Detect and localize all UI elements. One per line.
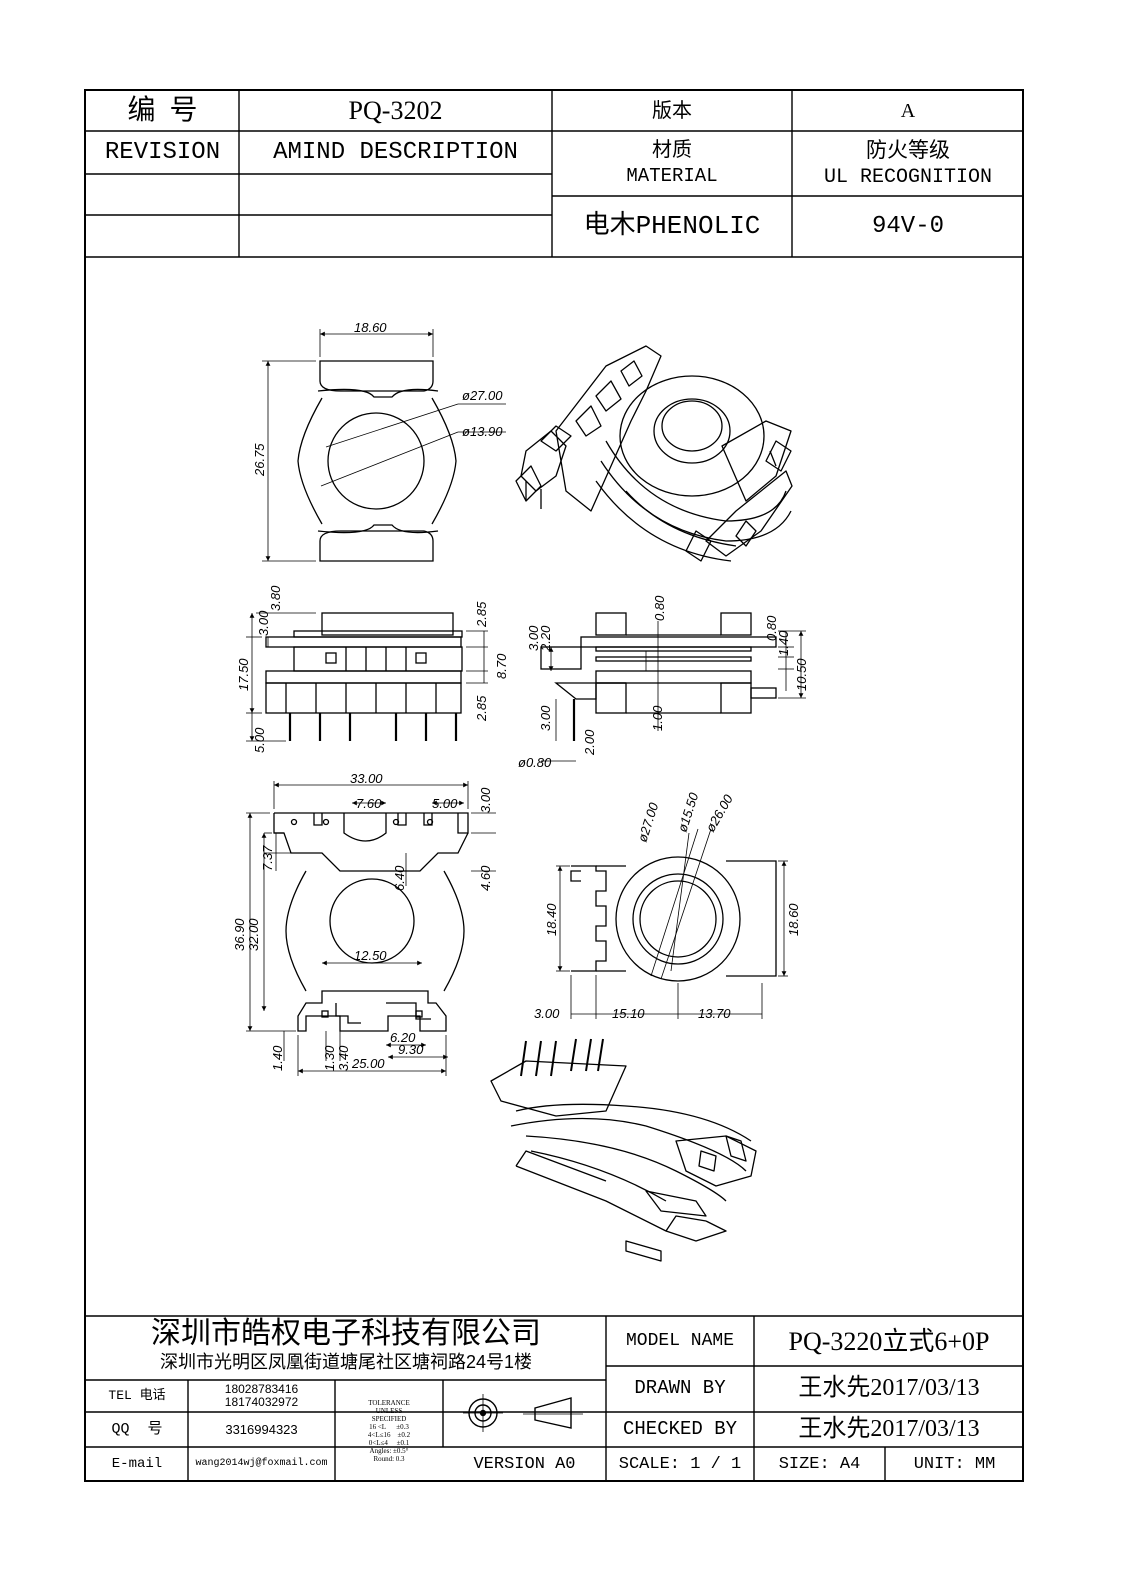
dim-bottom-32-00: 32.00 [246,918,261,951]
dim-bottom-36-90: 36.90 [232,918,247,951]
tolerance-line-4: 16 <L ±0.3 [369,1422,409,1431]
drawn-by-value: 王水先2017/03/13 [798,1375,980,1402]
dim-bottom-4-60: 4.60 [478,865,493,891]
isometric-view-top [515,345,793,562]
drawn-by-label: DRAWN BY [634,1377,726,1400]
dim-side-3-00-bottom: 3.00 [538,705,553,731]
checked-by-label: CHECKED BY [622,1417,738,1440]
dim-bottom-25-00: 25.00 [351,1056,385,1071]
material-value: 电木PHENOLIC [583,210,761,241]
dim-bottom-9-30: 9.30 [398,1042,424,1057]
dim-front-8-70: 8.70 [494,653,509,679]
dim-front-17-50: 17.50 [236,658,251,691]
dim-bottom-1-40: 1.40 [270,1045,285,1071]
dim-end-13-70: 13.70 [698,1006,731,1021]
dim-bottom-6-40: 6.40 [392,865,407,891]
qq-value: 3316994323 [225,1421,298,1437]
dim-end-18-40: 18.40 [544,903,559,936]
dim-top-height: 26.75 [252,443,267,477]
fire-rating-value: 94V-0 [871,212,944,240]
front-view [246,612,488,742]
material-label: 材质 MATERIAL [552,131,792,196]
projection-symbol-icon [463,1394,583,1432]
dim-top-d-inner: ø13.90 [462,424,503,439]
tel-value-2: 18174032972 [224,1395,299,1409]
fire-rating-label-cn: 防火等级 [866,137,950,162]
unit-info: UNIT: MM [913,1454,996,1474]
dim-end-d27: ø27.00 [635,800,662,844]
tolerance-line-1: TOLERANCE [368,1398,410,1407]
dim-bottom-12-50: 12.50 [354,948,387,963]
tolerance-line-8: Round: 0.3 [373,1455,405,1464]
tolerance-line-7: Angles: ±0.5° [369,1447,409,1456]
scale-info: SCALE: 1 / 1 [618,1454,742,1474]
tel-values: 18028783416 18174032972 [188,1380,335,1412]
material-label-en: MATERIAL [626,165,718,188]
dim-end-15-10: 15.10 [612,1006,645,1021]
qq-label: QQ 号 [111,1420,163,1438]
tolerance-line-2: UNLESS [375,1406,403,1415]
email-value: wang2014wj@foxmail.com [195,1458,328,1470]
dim-side-1-00: 1.00 [650,705,665,731]
version-label: 版本 [652,99,692,122]
dim-side-pin-diameter: ø0.80 [518,755,552,770]
dim-side-3-00-top: 3.00 [526,625,541,651]
fire-rating-label-en: UL RECOGNITION [823,166,993,190]
top-view [262,329,506,562]
material-label-cn: 材质 [652,139,692,162]
checked-by-value: 王水先2017/03/13 [798,1415,980,1442]
company-name: 深圳市皓权电子科技有限公司 [151,1317,541,1351]
drawing-sheet: 编 号 PQ-3202 版本 A REVISION AMIND DESCRIPT… [84,89,1024,1482]
dim-bottom-33-00: 33.00 [350,771,383,786]
dim-end-18-60: 18.60 [786,903,801,936]
tolerance-table: TOLERANCE UNLESS SPECIFIED 16 <L ±0.3 4<… [335,1381,443,1481]
table-grid-lines [86,91,1024,1482]
dim-side-0-80-top: 0.80 [652,595,667,621]
dim-side-2-20: 2.20 [538,625,553,652]
version-value: A [900,99,916,122]
dim-side-10-50: 10.50 [794,658,809,691]
end-view [556,828,788,1019]
dim-bottom-6-20: 6.20 [390,1030,416,1045]
model-name-value: PQ-3220立式6+0P [788,1326,990,1356]
email-label: E-mail [111,1456,163,1473]
revision-label: REVISION [104,138,221,166]
dim-side-0-80-right: 0.80 [764,615,779,641]
fire-rating-label: 防火等级 UL RECOGNITION [792,131,1024,196]
amend-description-label: AMIND DESCRIPTION [273,138,518,166]
tel-value-1: 18028783416 [224,1382,299,1397]
company-address: 深圳市光明区凤凰街道塘尾社区塘祠路24号1楼 [159,1351,533,1372]
tolerance-line-5: 4<L≤16 ±0.2 [367,1431,411,1439]
dim-bottom-3-00: 3.00 [478,787,493,813]
number-label: 编 号 [127,95,198,127]
technical-drawing: 18.60 26.75 ø27.00 ø13.90 [232,320,809,1262]
part-number: PQ-3202 [348,96,443,126]
dim-side-1-40: 1.40 [776,630,791,656]
dim-end-d26: ø26.00 [703,791,737,834]
size-info: SIZE: A4 [778,1454,861,1474]
dim-front-5-00: 5.00 [252,727,267,753]
dim-side-2-00: 2.00 [582,729,597,756]
isometric-view-bottom [490,1038,757,1262]
dim-front-2-85-bottom: 2.85 [474,695,489,722]
tel-label: TEL 电话 [108,1388,166,1404]
dim-end-3-00: 3.00 [534,1006,560,1021]
model-name-label: MODEL NAME [625,1331,735,1352]
dim-front-2-85-top: 2.85 [474,601,489,628]
dim-front-3-80: 3.80 [268,585,283,611]
dim-top-d-outer: ø27.00 [462,388,503,403]
tolerance-line-6: 0<L≤4 ±0.1 [368,1439,410,1448]
tolerance-line-3: SPECIFIED [371,1414,407,1423]
dim-front-3-00: 3.00 [256,610,271,636]
dim-bottom-5-00: 5.00 [432,796,458,811]
dim-bottom-7-60: 7.60 [356,796,382,811]
version-info: VERSION A0 [473,1454,576,1474]
dim-bottom-7-37: 7.37 [260,845,275,871]
dim-top-width: 18.60 [354,320,387,335]
dim-end-d15-50: ø15.50 [675,790,702,834]
bottom-view [246,781,496,1076]
dim-bottom-3-40: 3.40 [336,1045,351,1071]
side-view [540,612,806,762]
dim-bottom-1-30: 1.30 [322,1045,337,1071]
